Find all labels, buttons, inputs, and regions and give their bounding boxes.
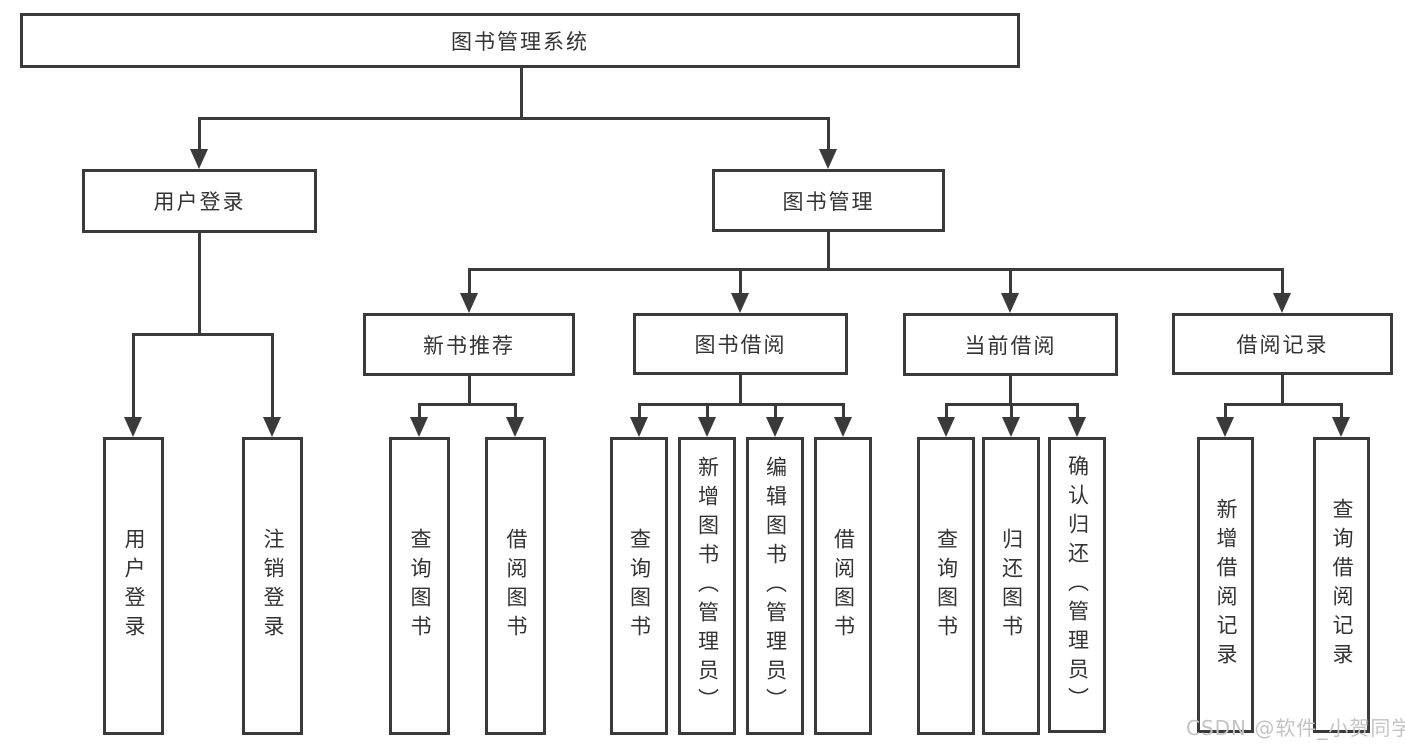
arrowhead-down-icon (834, 417, 852, 437)
connector-bookborrow-split (637, 403, 845, 406)
leaf-user-login: 用户登录 (103, 437, 164, 735)
arrowhead-down-icon (819, 149, 837, 169)
connector-shaft (705, 403, 709, 419)
arrowhead-down-icon (506, 417, 524, 437)
connector-level1-split (197, 117, 830, 120)
node-borrow-records: 借阅记录 (1172, 313, 1393, 375)
arrowhead-down-icon (731, 293, 749, 313)
leaf-edit-books-admin-label: 编辑图书（管理员） (763, 455, 788, 717)
node-current-borrow-label: 当前借阅 (964, 333, 1057, 358)
connector-bookmgmt-drop (826, 232, 830, 271)
leaf-return-books-label: 归还图书 (999, 528, 1024, 644)
node-user-login-label: 用户登录 (153, 190, 246, 214)
connector-shaft (773, 403, 777, 419)
leaf-add-books-admin-label: 新增图书（管理员） (695, 455, 720, 717)
connector-shaft (131, 333, 135, 419)
connector-root-drop (519, 68, 523, 118)
arrowhead-down-icon (190, 149, 208, 169)
connector-shaft (467, 268, 471, 295)
leaf-add-borrow-record: 新增借阅记录 (1197, 437, 1254, 733)
connector-currentborrow-drop (1008, 374, 1012, 406)
leaf-query-borrow-record-label: 查询借阅记录 (1330, 498, 1354, 672)
leaf-query-books-1: 查询图书 (389, 437, 450, 735)
connector-shaft (1008, 268, 1012, 295)
leaf-query-books-2-label: 查询图书 (627, 528, 652, 644)
node-book-management-label: 图书管理 (782, 189, 875, 214)
connector-shaft (270, 333, 274, 419)
connector-shaft (1223, 403, 1227, 419)
node-borrow-records-label: 借阅记录 (1236, 333, 1329, 357)
node-new-book-recommend: 新书推荐 (363, 313, 575, 376)
arrowhead-down-icon (937, 417, 955, 437)
csdn-watermark: CSDN @软件_小贺同学 (1186, 716, 1405, 740)
connector-shaft (1009, 403, 1013, 419)
connector-shaft (738, 268, 742, 295)
arrowhead-down-icon (1002, 417, 1020, 437)
leaf-query-borrow-record: 查询借阅记录 (1313, 437, 1370, 733)
connector-shaft (826, 117, 830, 151)
leaf-query-books-3-label: 查询图书 (934, 528, 959, 644)
node-root: 图书管理系统 (20, 13, 1020, 68)
leaf-return-books: 归还图书 (982, 437, 1040, 735)
arrowhead-down-icon (1332, 417, 1350, 437)
leaf-user-login-label: 用户登录 (122, 528, 146, 644)
leaf-borrow-books-2-label: 借阅图书 (831, 528, 856, 644)
node-user-login: 用户登录 (82, 169, 317, 233)
leaf-confirm-return-admin: 确认归还（管理员） (1048, 437, 1106, 733)
connector-records-drop (1280, 374, 1284, 406)
node-book-management: 图书管理 (712, 169, 945, 232)
arrowhead-down-icon (1068, 417, 1086, 437)
leaf-query-books-1-label: 查询图书 (408, 528, 432, 644)
arrowhead-down-icon (630, 417, 648, 437)
leaf-add-borrow-record-label: 新增借阅记录 (1214, 498, 1238, 672)
node-book-borrow: 图书借阅 (633, 313, 848, 375)
connector-shaft (197, 117, 201, 151)
leaf-add-books-admin: 新增图书（管理员） (678, 437, 736, 735)
arrowhead-down-icon (1216, 417, 1234, 437)
connector-shaft (1339, 403, 1343, 419)
arrowhead-down-icon (1001, 293, 1019, 313)
connector-shaft (417, 403, 421, 419)
connector-shaft (1280, 268, 1284, 295)
leaf-borrow-books-2: 借阅图书 (814, 437, 872, 735)
node-book-borrow-label: 图书借阅 (694, 333, 787, 357)
connector-level2-split (467, 268, 1284, 271)
connector-bookborrow-drop (738, 374, 742, 406)
leaf-edit-books-admin: 编辑图书（管理员） (746, 437, 804, 735)
arrowhead-down-icon (698, 417, 716, 437)
connector-shaft (944, 403, 948, 419)
arrowhead-down-icon (460, 293, 478, 313)
connector-userlogin-drop (197, 233, 201, 336)
connector-shaft (1075, 403, 1079, 419)
leaf-borrow-books-1-label: 借阅图书 (504, 528, 528, 644)
arrowhead-down-icon (410, 417, 428, 437)
connector-newbook-drop (467, 374, 471, 406)
connector-newbook-split (417, 403, 517, 406)
node-current-borrow: 当前借阅 (903, 313, 1118, 376)
connector-records-split (1223, 403, 1343, 406)
arrowhead-down-icon (124, 417, 142, 437)
connector-shaft (637, 403, 641, 419)
connector-shaft (513, 403, 517, 419)
leaf-borrow-books-1: 借阅图书 (485, 437, 546, 735)
leaf-query-books-2: 查询图书 (610, 437, 668, 735)
node-new-book-recommend-label: 新书推荐 (423, 333, 515, 358)
arrowhead-down-icon (766, 417, 784, 437)
connector-shaft (841, 403, 845, 419)
arrowhead-down-icon (263, 417, 281, 437)
arrowhead-down-icon (1273, 293, 1291, 313)
leaf-logout-label: 注销登录 (261, 528, 285, 644)
leaf-confirm-return-admin-label: 确认归还（管理员） (1065, 454, 1090, 716)
connector-userlogin-split (131, 333, 274, 336)
leaf-query-books-3: 查询图书 (917, 437, 975, 735)
leaf-logout: 注销登录 (242, 437, 303, 735)
node-root-label: 图书管理系统 (451, 29, 589, 54)
